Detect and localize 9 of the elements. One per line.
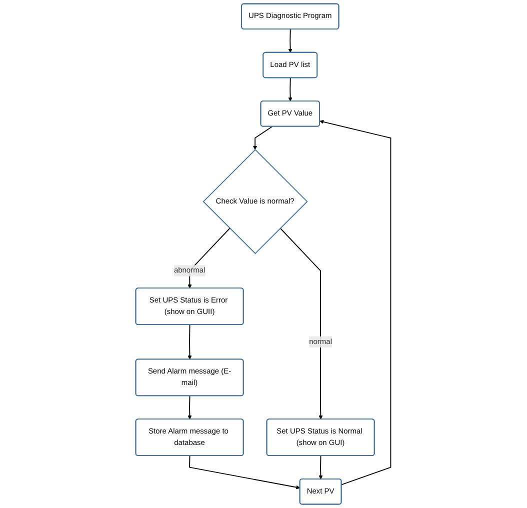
arrow	[288, 28, 293, 53]
arrow	[188, 395, 192, 420]
arrow	[320, 120, 392, 486]
arrow	[188, 324, 192, 360]
arrow	[280, 228, 324, 420]
arrow	[318, 455, 324, 480]
arrow	[253, 126, 273, 150]
arrow	[288, 77, 293, 102]
arrow	[189, 455, 300, 490]
